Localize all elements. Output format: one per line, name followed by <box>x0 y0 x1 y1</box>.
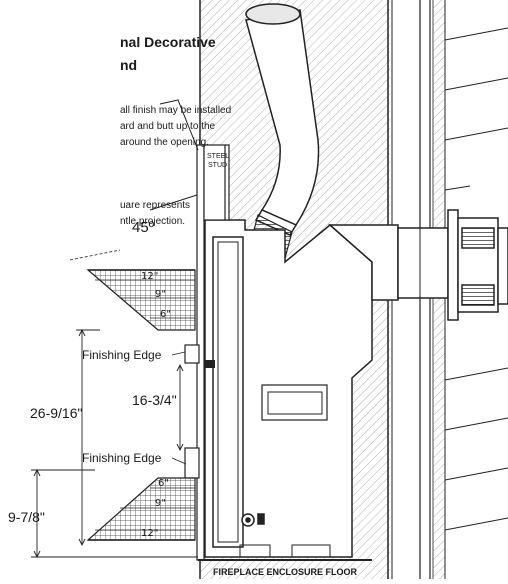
finishing-edge-bottom: Finishing Edge <box>82 451 162 465</box>
fireplace-unit <box>204 219 373 558</box>
finishing-edge-bottom-leader <box>171 457 187 465</box>
note-square-line1: uare represents <box>120 200 190 211</box>
lower-trim <box>184 447 200 479</box>
note-wall-line3: around the opening. <box>120 137 209 148</box>
stud-label-line1: STEEL <box>207 153 229 160</box>
note-wall-line2: ard and butt up to the <box>120 121 216 132</box>
upper-dim-9: 9" <box>155 289 166 300</box>
siding <box>444 27 508 531</box>
upper-dim-lines <box>95 279 195 319</box>
angle-label: 45º <box>132 219 155 236</box>
note-square-line2: ntle projection. <box>120 216 185 227</box>
dim-9-7-8: 9-7/8" <box>8 509 45 525</box>
upper-dim-6: 6" <box>160 309 171 320</box>
dim-26-9-16: 26-9/16" <box>30 405 82 421</box>
leader-wall <box>159 99 199 151</box>
floor-label: FIREPLACE ENCLOSURE FLOOR <box>213 567 358 577</box>
lower-dim-lines <box>95 487 195 531</box>
upper-mantel-zone <box>86 269 196 331</box>
upper-trim <box>184 344 200 364</box>
upper-dim-12: 12" <box>141 271 158 282</box>
finishing-edge-top-leader <box>171 351 186 356</box>
angle-ray <box>69 249 121 261</box>
vent-pipe <box>245 3 320 236</box>
leader-square <box>149 194 198 211</box>
heading-line1: nal Decorative <box>120 34 216 50</box>
heading-line2: nd <box>120 57 137 73</box>
lower-dim-12: 12" <box>141 528 158 539</box>
stud-label-line2: STUD <box>208 162 227 169</box>
horizontal-duct <box>328 224 449 301</box>
termination-cap <box>447 209 508 321</box>
dim-16-3-4: 16-3/4" <box>132 392 177 408</box>
lower-dim-6: 6" <box>158 478 169 489</box>
note-wall-line1: all finish may be installed <box>120 105 231 116</box>
lower-mantel-zone <box>86 477 196 541</box>
lower-dim-9: 9" <box>155 498 166 509</box>
finishing-edge-top: Finishing Edge <box>82 348 162 362</box>
dimension-lines <box>31 328 198 559</box>
